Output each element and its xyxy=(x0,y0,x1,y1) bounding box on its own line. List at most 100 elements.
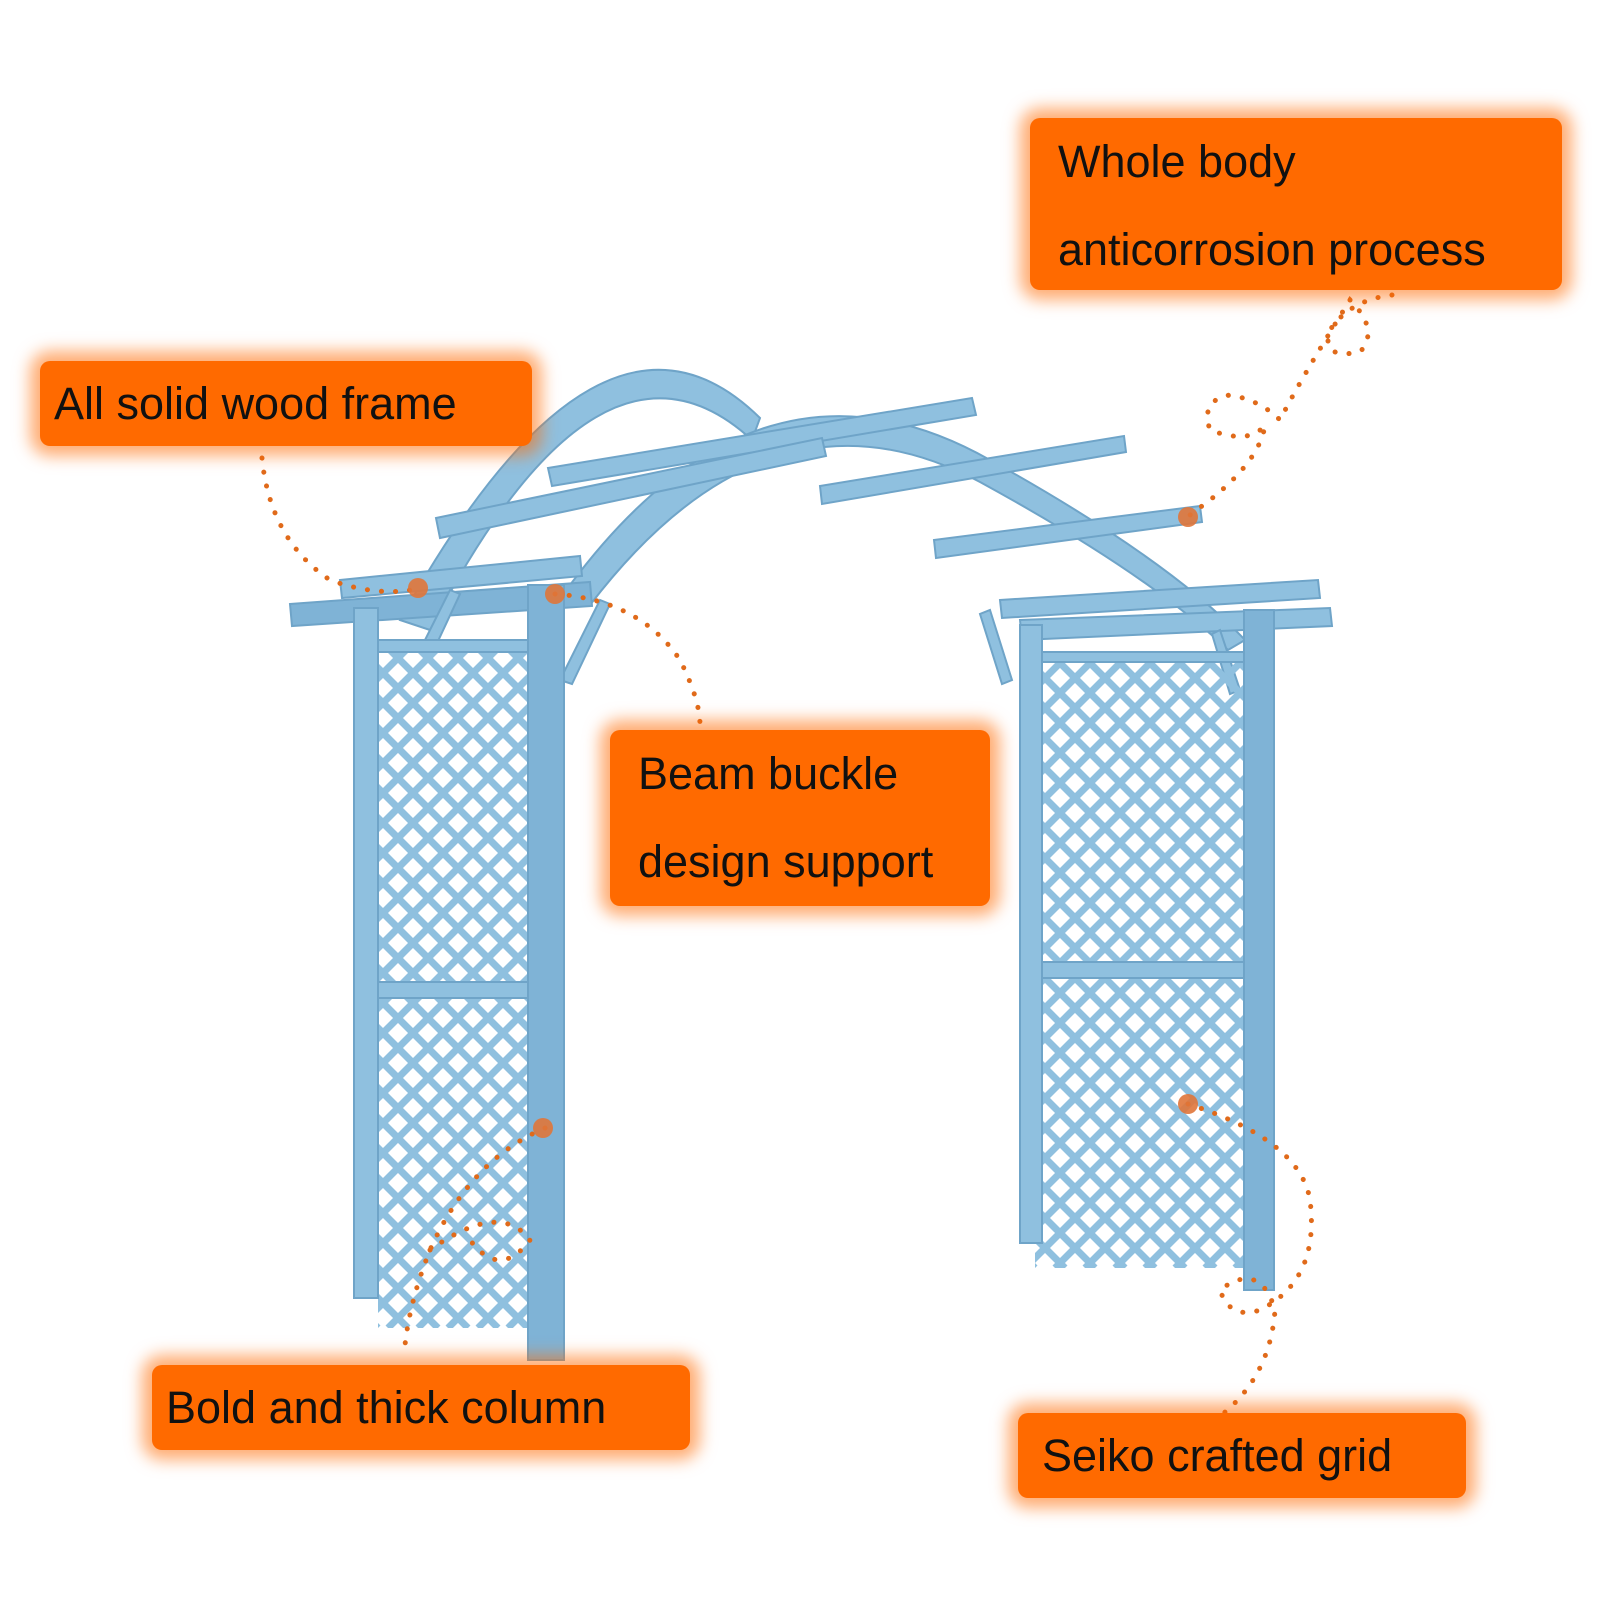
lattice-strip xyxy=(378,648,411,683)
lattice-strip xyxy=(1082,658,1243,821)
right-front-post xyxy=(1243,609,1275,1291)
lattice-strip xyxy=(378,1063,528,1223)
crossbeam xyxy=(998,578,1322,620)
callout-text-line2: design support xyxy=(638,836,934,887)
lattice-strip xyxy=(1035,658,1218,843)
callout-text-line1: Whole body xyxy=(1058,136,1296,187)
leader-frame xyxy=(259,455,423,595)
crossbeam xyxy=(818,434,1128,506)
right-brace xyxy=(978,608,1014,686)
lattice-strip xyxy=(1445,658,1600,1268)
callout-bold-thick-column: Bold and thick column xyxy=(152,1365,690,1450)
lattice-strip xyxy=(1445,658,1600,1268)
lattice-strip xyxy=(1325,658,1600,1268)
callout-all-solid-wood-frame: All solid wood frame xyxy=(40,361,532,446)
left-rail-middle xyxy=(371,981,535,999)
lattice-strip xyxy=(1265,658,1600,1268)
left-front-post xyxy=(527,584,565,1361)
lattice-strip xyxy=(1112,658,1243,791)
crossbeam xyxy=(434,436,828,540)
lattice-strip xyxy=(1355,658,1600,1268)
lattice-strip xyxy=(1475,658,1600,1268)
leader-beam xyxy=(552,591,703,728)
anchor-dot xyxy=(1178,507,1198,527)
lattice-strip xyxy=(1035,1023,1243,1241)
right-back-post xyxy=(1019,624,1043,1244)
lattice-strip xyxy=(1035,693,1243,911)
lattice-strip xyxy=(1595,658,1600,1268)
lattice-strip xyxy=(1035,685,1243,903)
anchor-dot xyxy=(533,1118,553,1138)
callout-text-line2: anticorrosion process xyxy=(1058,224,1486,275)
callout-beam-buckle-design: Beam buckle design support xyxy=(610,730,990,906)
lattice-strip xyxy=(378,753,528,913)
lattice-strip xyxy=(1035,1113,1188,1268)
lattice-strip xyxy=(378,663,528,823)
callout-seiko-crafted-grid: Seiko crafted grid xyxy=(1018,1413,1466,1498)
lattice-strip xyxy=(1035,985,1243,1203)
lattice-strip xyxy=(1505,658,1600,1268)
lattice-strip xyxy=(1035,663,1243,881)
lattice-strip xyxy=(378,1293,411,1328)
crossbeam xyxy=(932,504,1204,560)
lattice-strip xyxy=(378,723,528,883)
lattice-strip xyxy=(378,1153,528,1313)
lattice-strip xyxy=(1385,658,1600,1268)
lattice-strip xyxy=(1018,648,1600,1328)
lattice-strip xyxy=(1505,658,1600,1268)
lattice-strip xyxy=(1535,658,1600,1268)
left-back-post xyxy=(353,607,379,1299)
lattice-strip xyxy=(1415,658,1600,1268)
lattice-strip xyxy=(1035,963,1243,1181)
right-rail-top xyxy=(1029,651,1245,663)
lattice-strip xyxy=(1325,658,1600,1268)
lattice-strip xyxy=(1035,658,1243,873)
lattice-strip xyxy=(1035,1045,1243,1263)
lattice-strip xyxy=(1385,658,1600,1268)
leader-grid xyxy=(1185,1101,1314,1423)
anchor-dot xyxy=(545,584,565,604)
lattice-strip xyxy=(1035,993,1243,1211)
lattice-strip xyxy=(385,648,528,793)
anchor-dot xyxy=(408,578,428,598)
lattice-strip xyxy=(1295,658,1600,1268)
lattice-strip xyxy=(1035,715,1243,933)
lattice-strip xyxy=(1035,1053,1243,1268)
lattice-strip xyxy=(385,1183,528,1328)
lattice-strip xyxy=(1052,1075,1243,1268)
lattice-strip xyxy=(378,1023,528,1183)
lattice-strip xyxy=(1052,658,1243,851)
lattice-strip xyxy=(1035,658,1158,783)
lattice-strip xyxy=(1535,658,1600,1268)
lattice-strip xyxy=(1035,1083,1218,1268)
left-top-beam xyxy=(338,554,584,600)
crossbeam xyxy=(546,396,978,488)
lattice-strip xyxy=(1265,658,1600,1268)
lattice-strip xyxy=(1565,658,1600,1268)
lattice-strip xyxy=(1035,658,1188,813)
lattice-strip xyxy=(1295,658,1600,1268)
callout-text: Bold and thick column xyxy=(166,1382,607,1433)
lattice-strip xyxy=(1595,658,1600,1268)
leader-body xyxy=(1187,292,1395,518)
lattice-strip xyxy=(378,1323,381,1328)
lattice-strip xyxy=(1232,1255,1243,1268)
lattice-strip xyxy=(1035,745,1243,963)
lattice-strip xyxy=(1112,1135,1243,1268)
lattice-strip xyxy=(378,693,528,853)
lattice-strip xyxy=(1018,648,1600,1328)
lattice-strip xyxy=(1232,658,1243,671)
callout-text: All solid wood frame xyxy=(54,378,457,429)
right-lattice xyxy=(1035,658,1600,1268)
lattice-strip xyxy=(1475,658,1600,1268)
lattice-strip xyxy=(1082,1105,1243,1268)
callout-text-line1: Beam buckle xyxy=(638,748,899,799)
lattice-strip xyxy=(1355,658,1600,1268)
callout-whole-body-anticorrosion: Whole body anticorrosion process xyxy=(1030,118,1562,290)
anchor-dot xyxy=(1178,1094,1198,1114)
lattice-strip xyxy=(1565,658,1600,1268)
lattice-strip xyxy=(378,648,381,653)
right-rail-middle xyxy=(1029,961,1245,979)
lattice-strip xyxy=(1035,1015,1243,1233)
